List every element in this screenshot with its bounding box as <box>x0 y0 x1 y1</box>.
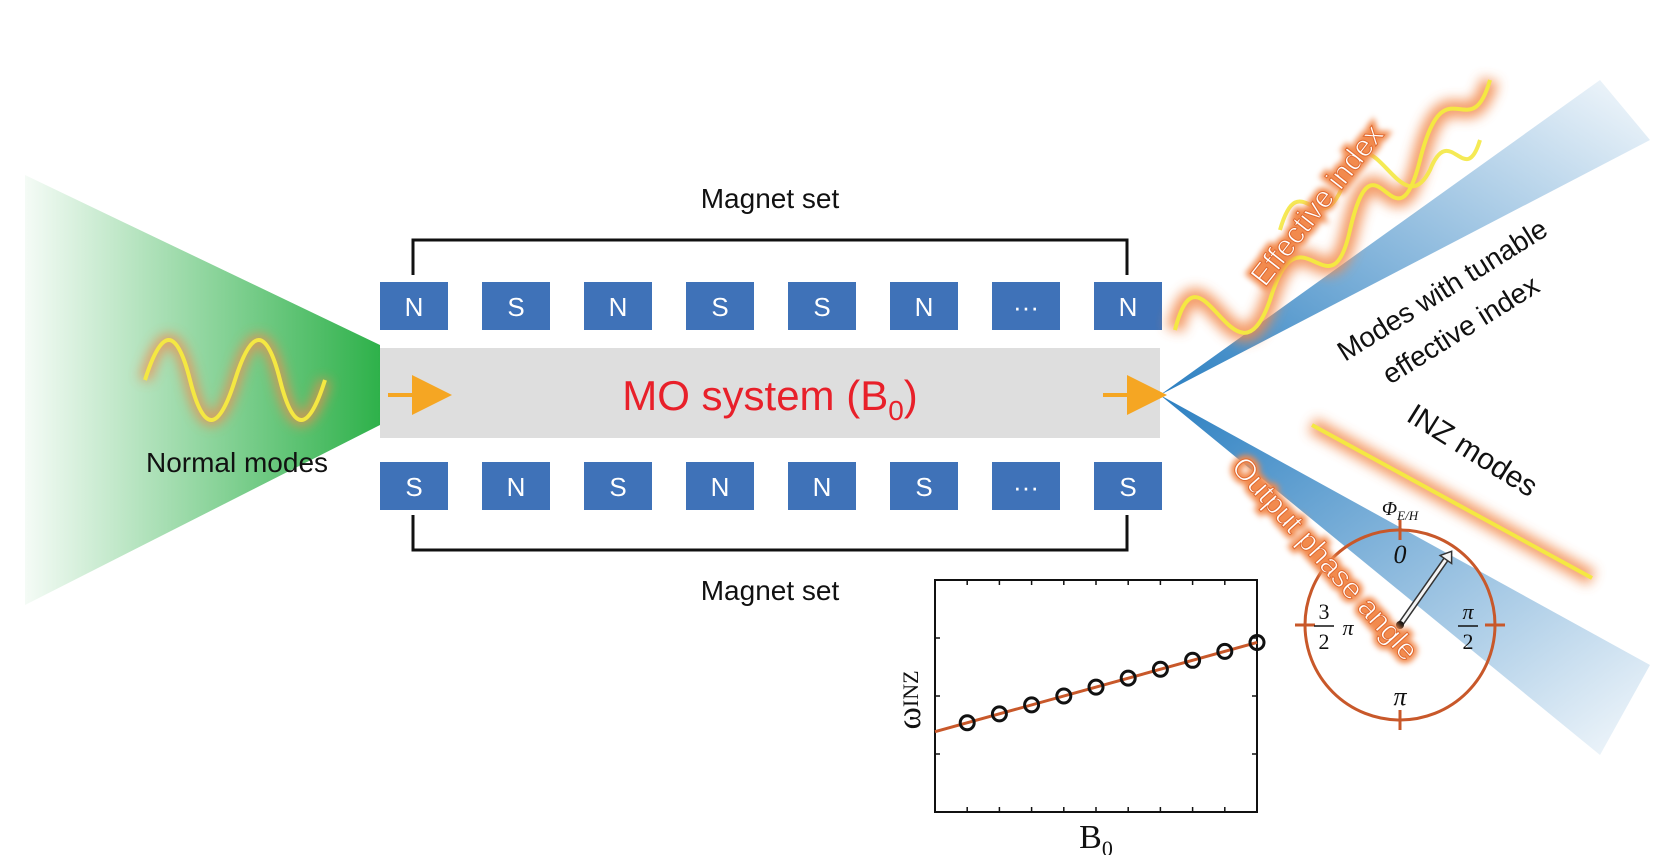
bottom-magnet-block-1 <box>482 462 550 510</box>
phase-dial: ΦE/H 0 π π 2 3 2 π <box>1295 498 1505 730</box>
bottom-magnet-row: S N S N N S ··· S <box>380 462 1162 510</box>
top-magnet-label-0: N <box>405 292 424 322</box>
top-magnet-label-3: S <box>711 292 728 322</box>
plot-fit-line-path <box>934 641 1258 734</box>
inz-line <box>1311 423 1593 580</box>
plot-ticks <box>935 580 1257 812</box>
bottom-magnet-label-5: S <box>915 472 932 502</box>
phase-label-top: 0 <box>1394 540 1407 569</box>
phase-label-bottom: π <box>1393 682 1407 711</box>
top-magnet-block-7 <box>1094 282 1162 330</box>
bottom-magnet-block-2 <box>584 462 652 510</box>
plot-point-7 <box>1184 651 1202 669</box>
top-magnet-label-1: S <box>507 292 524 322</box>
plot-ylabel: ωINZ <box>891 670 928 729</box>
bottom-magnet-block-0 <box>380 462 448 510</box>
top-magnet-row: N S N S S N ··· N <box>380 282 1162 330</box>
phase-pointer <box>1397 550 1453 627</box>
output-wave-upper-2 <box>1278 139 1482 231</box>
bottom-magnet-bracket <box>411 515 1129 552</box>
phase-dial-center <box>1396 621 1404 629</box>
bottom-magnet-block-6 <box>992 462 1060 510</box>
top-magnet-label-7: N <box>1119 292 1138 322</box>
top-magnet-label-4: S <box>813 292 830 322</box>
top-magnet-label-6: ··· <box>1013 292 1039 322</box>
normal-modes-label: Normal modes <box>146 447 328 478</box>
plot-point-4 <box>1087 678 1105 696</box>
input-beam <box>25 175 380 605</box>
inset-plot: B0 ωINZ <box>891 579 1266 855</box>
bottom-magnet-label-7: S <box>1119 472 1136 502</box>
phase-pointer-head <box>1438 550 1453 565</box>
plot-point-6 <box>1151 660 1169 678</box>
output-beam-upper <box>1160 80 1650 395</box>
output-beam-lower <box>1160 395 1650 755</box>
plot-point-9 <box>1248 633 1266 651</box>
phase-label-right-num: π <box>1462 599 1474 624</box>
plot-xlabel: B0 <box>1079 819 1113 855</box>
top-magnet-block-1 <box>482 282 550 330</box>
bottom-magnet-label-6: ··· <box>1013 472 1039 502</box>
phase-label-left-den: 2 <box>1319 629 1330 654</box>
phase-label-left-num: 3 <box>1319 599 1330 624</box>
top-magnet-block-5 <box>890 282 958 330</box>
top-magnet-block-2 <box>584 282 652 330</box>
bottom-magnet-block-3 <box>686 462 754 510</box>
bottom-magnet-label-2: S <box>609 472 626 502</box>
bottom-magnet-label-1: N <box>507 472 526 502</box>
top-magnet-block-4 <box>788 282 856 330</box>
bottom-magnet-label-4: N <box>813 472 832 502</box>
top-magnet-label: Magnet set <box>701 183 840 214</box>
output-wave-upper <box>1173 79 1492 335</box>
top-magnet-block-0 <box>380 282 448 330</box>
mo-system-label: MO system (B0) <box>622 372 918 426</box>
bottom-magnet-block-5 <box>890 462 958 510</box>
bottom-magnet-block-7 <box>1094 462 1162 510</box>
bottom-magnet-label-3: N <box>711 472 730 502</box>
bottom-magnet-label-0: S <box>405 472 422 502</box>
plot-point-0 <box>958 714 976 732</box>
plot-frame <box>934 579 1258 813</box>
phase-pointer-shaft <box>1398 558 1448 626</box>
top-magnet-block-3 <box>686 282 754 330</box>
plot-points <box>958 633 1266 732</box>
input-wave <box>143 338 327 422</box>
phase-label-right-den: 2 <box>1463 629 1474 654</box>
top-magnet-label-5: N <box>915 292 934 322</box>
bottom-magnet-label: Magnet set <box>701 575 840 606</box>
plot-point-3 <box>1055 687 1073 705</box>
phase-label-left-pi: π <box>1342 615 1354 640</box>
top-magnet-label-2: N <box>609 292 628 322</box>
plot-point-8 <box>1216 642 1234 660</box>
plot-fit-line <box>934 641 1258 734</box>
phase-dial-title: ΦE/H <box>1382 498 1419 523</box>
plot-point-2 <box>1023 696 1041 714</box>
bottom-magnet-block-4 <box>788 462 856 510</box>
top-magnet-bracket <box>411 238 1129 275</box>
mo-system-body <box>380 348 1160 438</box>
plot-point-5 <box>1119 669 1137 687</box>
top-magnet-block-6 <box>992 282 1060 330</box>
plot-point-1 <box>990 705 1008 723</box>
